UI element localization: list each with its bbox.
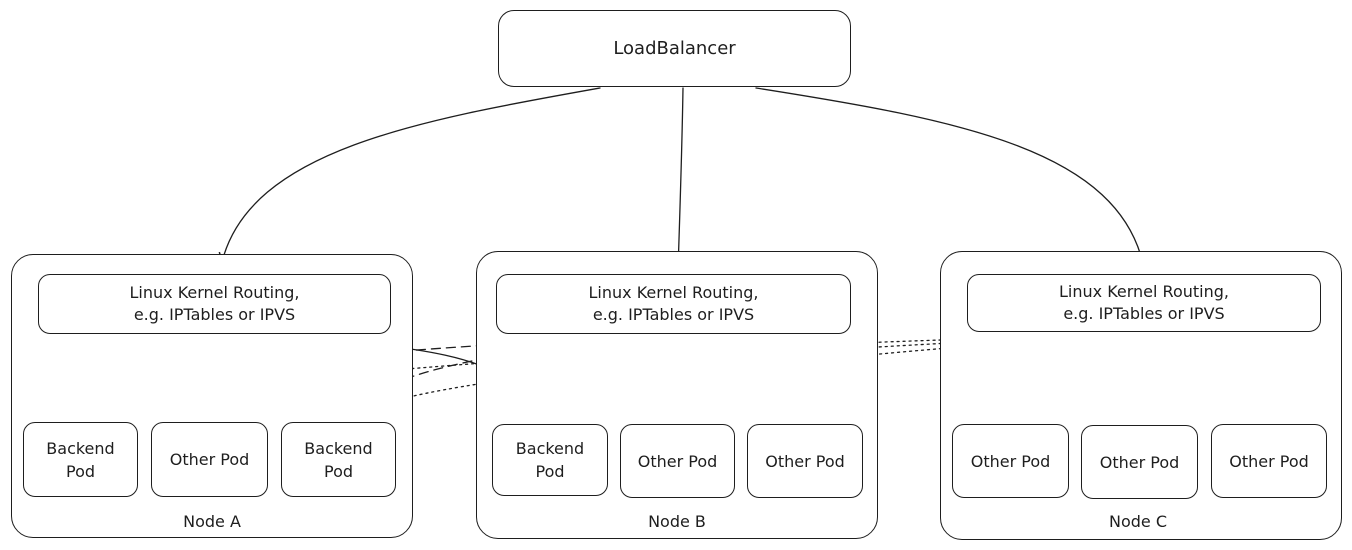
node-a-label: Node A [183, 512, 241, 531]
pod-label: Pod [323, 461, 354, 481]
node-c-other-pod-3[interactable]: Other Pod [1211, 424, 1327, 498]
pod-label: Backend [304, 438, 373, 458]
node-a-routing-line2: e.g. IPTables or IPVS [133, 305, 296, 324]
node-a-routing[interactable]: Linux Kernel Routing, e.g. IPTables or I… [38, 274, 391, 334]
node-c-routing[interactable]: Linux Kernel Routing, e.g. IPTables or I… [967, 274, 1321, 332]
node-a-routing-line1: Linux Kernel Routing, [129, 283, 300, 302]
node-c-label: Node C [1108, 512, 1167, 531]
node-b-other-pod-2[interactable]: Other Pod [747, 424, 863, 498]
load-balancer-label: LoadBalancer [613, 38, 736, 59]
node-a-backend-pod-2[interactable]: Backend Pod [281, 422, 396, 497]
node-b-label: Node B [648, 512, 706, 531]
node-b-backend-pod[interactable]: Backend Pod [492, 424, 608, 496]
node-a-backend-pod-1[interactable]: Backend Pod [23, 422, 138, 497]
node-b-routing[interactable]: Linux Kernel Routing, e.g. IPTables or I… [496, 274, 851, 334]
pod-label: Other Pod [169, 450, 250, 469]
pod-label: Other Pod [1229, 451, 1309, 471]
pod-label: Other Pod [637, 451, 718, 471]
node-a-other-pod[interactable]: Other Pod [151, 422, 268, 497]
node-c-other-pod-1[interactable]: Other Pod [952, 424, 1069, 498]
node-b-routing-line2: e.g. IPTables or IPVS [592, 305, 755, 324]
pod-label: Pod [535, 462, 565, 481]
pod-label: Pod [65, 461, 96, 481]
node-b-other-pod-1[interactable]: Other Pod [620, 424, 735, 498]
pod-label: Other Pod [1099, 452, 1180, 472]
pod-label: Other Pod [765, 451, 845, 471]
node-c-routing-line2: e.g. IPTables or IPVS [1063, 304, 1225, 323]
pod-label: Backend [46, 438, 115, 458]
pod-label: Other Pod [970, 451, 1051, 471]
node-c-other-pod-2[interactable]: Other Pod [1081, 425, 1198, 499]
node-c-routing-line1: Linux Kernel Routing, [1059, 282, 1229, 301]
pod-label: Backend [515, 439, 585, 458]
load-balancer-box[interactable]: LoadBalancer [498, 10, 851, 87]
node-b-routing-line1: Linux Kernel Routing, [588, 283, 759, 302]
lb-to-node-a-arrow [218, 87, 601, 264]
lb-to-node-b-arrow [672, 87, 684, 272]
lb-to-node-c-arrow [755, 87, 1148, 270]
